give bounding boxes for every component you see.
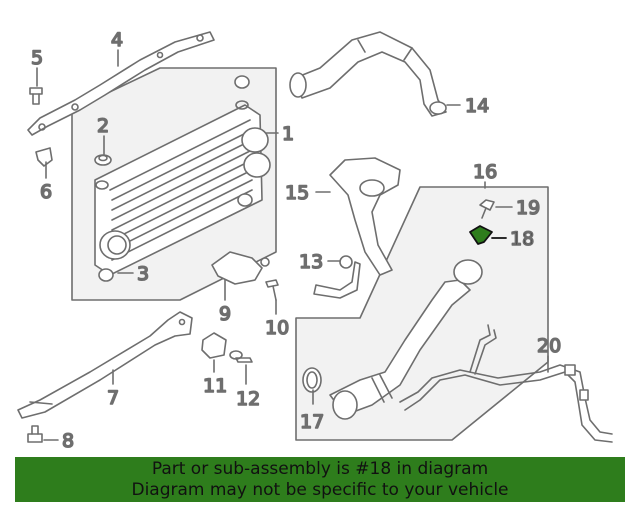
- highlighted-bracket-part-18: [469, 225, 493, 245]
- callout-20: 20: [537, 335, 561, 357]
- clip-part: [35, 147, 53, 167]
- upper-hose-part: [289, 31, 447, 117]
- callout-14: 14: [465, 95, 489, 117]
- callout-10: 10: [265, 317, 289, 339]
- grommet-parts: [98, 75, 253, 282]
- intercooler-part: [94, 100, 271, 276]
- screw-part: [265, 279, 279, 301]
- callout-3: 3: [137, 263, 149, 285]
- nut-part: [94, 154, 112, 166]
- notice-line-disclaimer: Diagram may not be specific to your vehi…: [131, 480, 509, 500]
- intake-hose-part: [329, 157, 401, 276]
- wiring-harness-part: [399, 324, 613, 443]
- bolt-part: [29, 87, 43, 105]
- small-tube-part: [313, 255, 361, 299]
- callout-7: 7: [107, 387, 119, 409]
- tube-bolt-part: [479, 199, 495, 219]
- callout-4: 4: [111, 29, 123, 51]
- upper-bracket-part: [27, 31, 215, 136]
- charge-air-tube-part: [329, 259, 483, 420]
- callout-15: 15: [285, 182, 309, 204]
- callout-6: 6: [40, 181, 52, 203]
- sensor-part: [211, 251, 270, 285]
- connector-part: [201, 332, 227, 359]
- notice-line-part: Part or sub-assembly is #18 in diagram: [151, 459, 489, 479]
- callout-12: 12: [236, 388, 260, 410]
- o-ring-part: [302, 367, 322, 393]
- callout-19: 19: [516, 197, 540, 219]
- callout-16: 16: [473, 161, 497, 183]
- lower-bolt-part: [27, 425, 43, 443]
- callout-13: 13: [299, 251, 323, 273]
- callout-9: 9: [219, 303, 231, 325]
- exploded-parts-diagram: 5 4 1 2 3 6 7 8 9 10 11 12 13 14 15 16 1…: [17, 28, 613, 453]
- callout-8: 8: [62, 430, 74, 452]
- callout-11: 11: [203, 375, 227, 397]
- callout-1: 1: [282, 123, 294, 145]
- callout-5: 5: [31, 47, 43, 69]
- callout-18: 18: [510, 228, 534, 250]
- callout-2: 2: [97, 115, 109, 137]
- leader-lines: [36, 49, 549, 441]
- notice-banner: Part or sub-assembly is #18 in diagram D…: [15, 457, 625, 502]
- lower-bracket-part: [17, 311, 193, 419]
- stud-part: [229, 350, 253, 363]
- callout-17: 17: [300, 411, 324, 433]
